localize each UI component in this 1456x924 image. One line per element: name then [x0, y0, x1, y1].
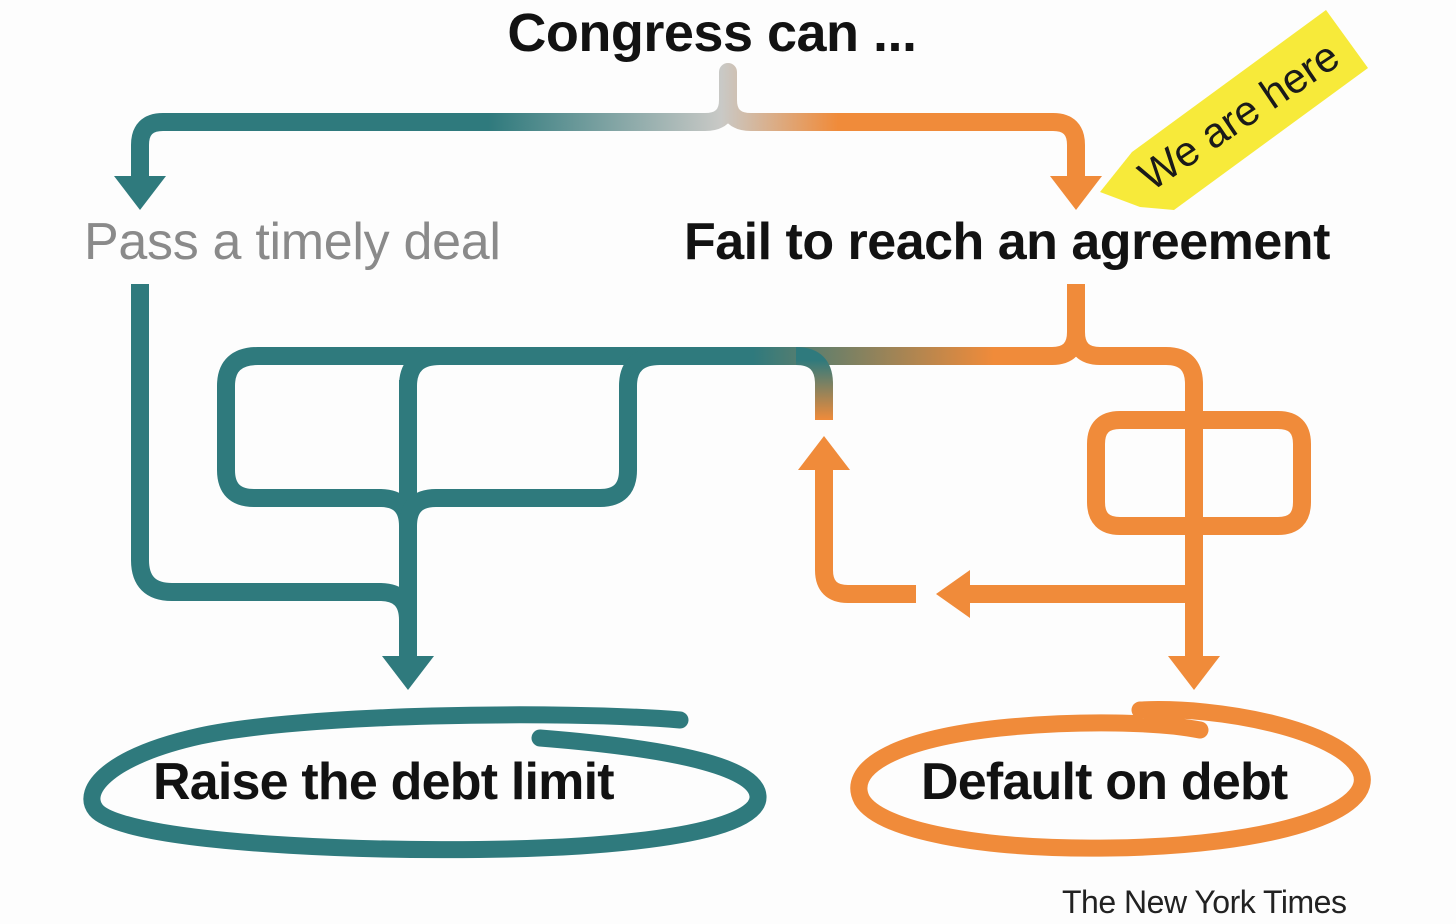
arrow-left-icon [936, 570, 970, 618]
raise-circle [83, 706, 767, 859]
fail-stem [217, 284, 1085, 660]
teal-to-orange-drop [795, 347, 833, 420]
arrow-down-icon [1168, 656, 1220, 690]
root-brace [131, 63, 1085, 180]
orange-loop-box [1087, 411, 1311, 535]
arrow-up-icon [798, 436, 850, 470]
arrow-down-icon [114, 176, 166, 210]
fail-right-branch [1067, 331, 1203, 660]
pass-path [131, 284, 417, 660]
outcome-raise-label: Raise the debt limit [153, 753, 615, 811]
arrow-down-icon [1050, 176, 1102, 210]
root-label: Congress can ... [507, 3, 917, 63]
arrow-down-icon [382, 656, 434, 690]
return-up-path [815, 462, 916, 603]
option-pass-label: Pass a timely deal [84, 213, 501, 271]
default-circle [850, 701, 1371, 857]
source-credit: The New York Times [1062, 884, 1347, 920]
teal-branch-a [399, 347, 661, 527]
outcome-default-label: Default on debt [921, 753, 1288, 811]
we-are-here-callout [1100, 10, 1368, 210]
option-fail-label: Fail to reach an agreement [684, 213, 1330, 271]
